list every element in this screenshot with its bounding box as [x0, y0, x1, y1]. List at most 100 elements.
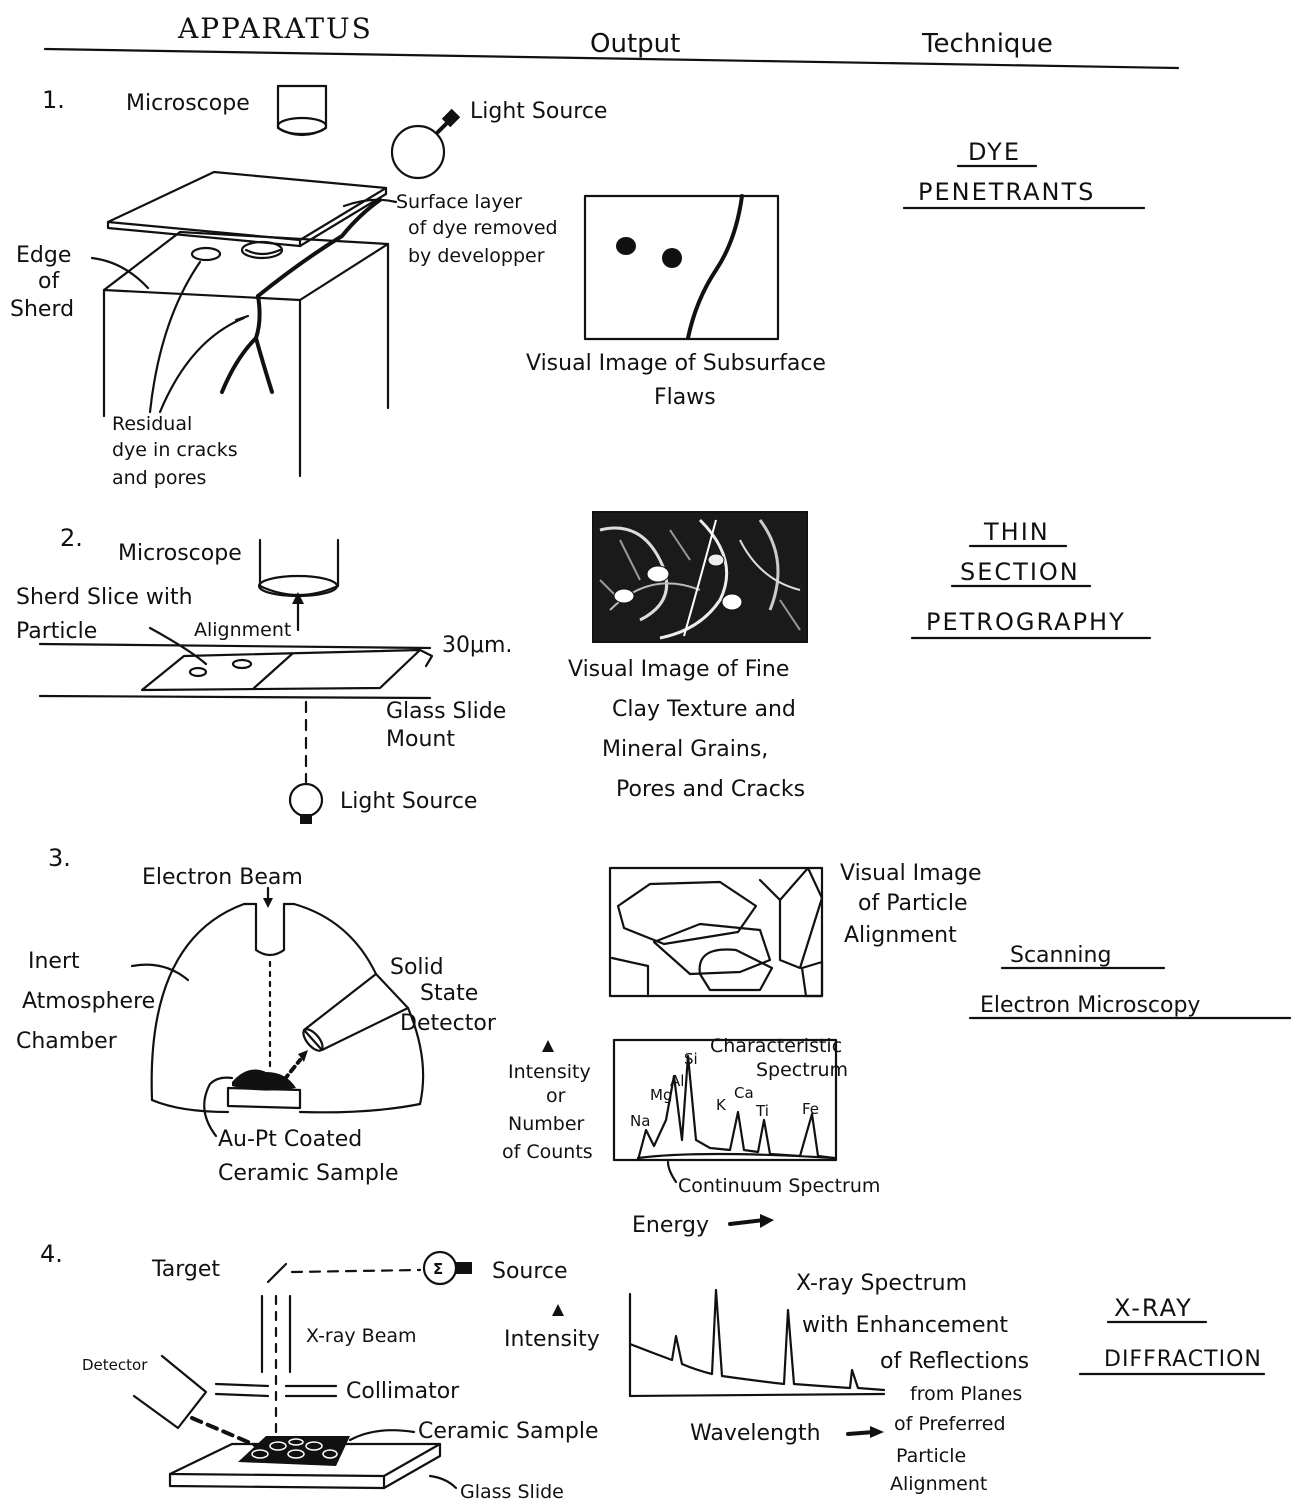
caption-xrd-line6: Particle — [896, 1445, 966, 1467]
x-arrowhead-3 — [760, 1214, 774, 1228]
label-sherd-slice-line2: Particle — [16, 619, 97, 644]
label-sherd-slice-line1: Sherd Slice with — [16, 585, 193, 610]
label-inert-line3: Chamber — [16, 1029, 118, 1054]
label-target: Target — [151, 1257, 220, 1282]
collimator-right — [286, 1386, 336, 1396]
pointer-residual-1 — [150, 262, 200, 412]
label-detector-line3: Detector — [400, 1011, 497, 1036]
label-source: Source — [492, 1259, 568, 1284]
caption-sem-line3: Alignment — [844, 923, 957, 948]
label-glass-slide-line1: Glass Slide — [386, 699, 506, 724]
technique-thin: THIN — [983, 518, 1050, 546]
label-alignment: Alignment — [194, 619, 291, 641]
source-icon-glyph: Σ — [433, 1260, 443, 1278]
technique-penetrants: PENETRANTS — [918, 178, 1095, 206]
label-surface-layer-line1: Surface layer — [396, 191, 522, 213]
pointer-glass-4 — [430, 1476, 456, 1488]
y-label-line3: Number — [508, 1113, 585, 1135]
x-arrowhead-4 — [870, 1426, 884, 1438]
label-edge-line1: Edge — [16, 243, 71, 268]
caption-sem-line1: Visual Image — [840, 861, 982, 886]
output-flaw-image — [585, 196, 778, 339]
header-technique: Technique — [921, 29, 1053, 59]
peak-si: Si — [684, 1050, 698, 1068]
label-electron-beam: Electron Beam — [142, 865, 303, 890]
target-mirror — [268, 1264, 286, 1282]
section-4-number: 4. — [40, 1240, 63, 1268]
label-glass-slide-line2: Mount — [386, 727, 455, 752]
sem-chamber — [152, 888, 423, 1112]
pointer-sample-4 — [350, 1430, 414, 1440]
label-detector-line1: Solid — [390, 955, 444, 980]
label-characteristic-line1: Characteristic — [710, 1035, 842, 1057]
y-label-line4: of Counts — [502, 1141, 593, 1163]
section-2: 2. Microscope Sherd Slice with Particle … — [16, 512, 1150, 824]
section-3: 3. Electron Beam Inert Atmosphere Chamb — [16, 844, 1290, 1238]
xrd-spectrum-plot — [630, 1290, 884, 1396]
peak-k: K — [716, 1096, 727, 1114]
label-sample-line1: Au-Pt Coated — [218, 1127, 362, 1152]
technique-xray: X-RAY — [1114, 1294, 1193, 1322]
label-inert-line1: Inert — [28, 949, 80, 974]
peak-fe: Fe — [802, 1100, 819, 1118]
glass-slide-mount — [40, 644, 432, 698]
label-ceramic-sample-4: Ceramic Sample — [418, 1419, 599, 1444]
peak-ca: Ca — [734, 1084, 754, 1102]
y-label-line1: Intensity — [508, 1061, 591, 1083]
caption-xrd-line1: X-ray Spectrum — [796, 1271, 967, 1296]
caption-xrd-line7: Alignment — [890, 1473, 987, 1495]
label-thickness: 30μm. — [442, 633, 512, 658]
label-light-source-2: Light Source — [340, 789, 477, 814]
y-arrow-4 — [552, 1304, 564, 1316]
technique-dye: DYE — [968, 138, 1021, 166]
technique-diffraction: DIFFRACTION — [1104, 1347, 1262, 1372]
label-residual-line3: and pores — [112, 467, 206, 489]
ceramic-sample-on-slide — [170, 1436, 440, 1488]
peak-al: Al — [670, 1072, 684, 1090]
section-1-number: 1. — [42, 86, 65, 114]
technique-section: SECTION — [960, 558, 1080, 586]
caption-thin-line4: Pores and Cracks — [616, 777, 805, 802]
caption-xrd-line4: from Planes — [910, 1383, 1022, 1405]
caption-xrd-line5: of Preferred — [894, 1413, 1006, 1435]
caption-thin-line2: Clay Texture and — [612, 697, 796, 722]
label-surface-layer-line3: by developper — [408, 245, 545, 267]
caption-sem-line2: of Particle — [858, 891, 967, 916]
label-detector-4: Detector — [82, 1356, 148, 1374]
label-edge-line3: Sherd — [10, 297, 74, 322]
technique-petrography: PETROGRAPHY — [926, 608, 1126, 636]
label-collimator: Collimator — [346, 1379, 460, 1404]
label-microscope-1: Microscope — [126, 91, 250, 116]
label-microscope-2: Microscope — [118, 541, 242, 566]
label-detector-line2: State — [420, 981, 478, 1006]
label-surface-layer-line2: of dye removed — [408, 217, 558, 239]
caption-xrd-line3: of Reflections — [880, 1349, 1029, 1374]
x-arrow-3 — [730, 1220, 764, 1224]
caption-xrd-line2: with Enhancement — [802, 1313, 1008, 1338]
label-edge-line2: of — [38, 269, 60, 294]
output-thin-section-image — [593, 512, 807, 642]
caption-thin-line3: Mineral Grains, — [602, 737, 768, 762]
header-apparatus: APPARATUS — [177, 12, 373, 45]
section-3-number: 3. — [48, 844, 71, 872]
light-bulb-icon-2 — [290, 784, 322, 824]
pointer-chamber — [132, 965, 188, 980]
section-4: 4. Target Σ Source X-ray Beam Collimator… — [40, 1240, 1264, 1501]
microscope-icon-1 — [278, 86, 326, 135]
label-characteristic-line2: Spectrum — [756, 1059, 848, 1081]
caption-subsurface-line2: Flaws — [654, 385, 716, 410]
y-label-line2: or — [546, 1085, 566, 1107]
collimator-left — [216, 1384, 268, 1396]
peak-ti: Ti — [755, 1102, 769, 1120]
pointer-continuum — [668, 1162, 676, 1182]
label-inert-line2: Atmosphere — [22, 989, 155, 1014]
label-light-source-1: Light Source — [470, 99, 607, 124]
microscope-icon-2 — [259, 540, 338, 596]
technique-scanning: Scanning — [1010, 943, 1111, 968]
header-output: Output — [590, 29, 680, 59]
eds-spectrum-plot: Na Mg Al Si K Ca Ti Fe — [614, 1040, 836, 1160]
y-arrow-3 — [542, 1040, 554, 1052]
caption-thin-line1: Visual Image of Fine — [568, 657, 789, 682]
label-continuum: Continuum Spectrum — [678, 1175, 880, 1197]
